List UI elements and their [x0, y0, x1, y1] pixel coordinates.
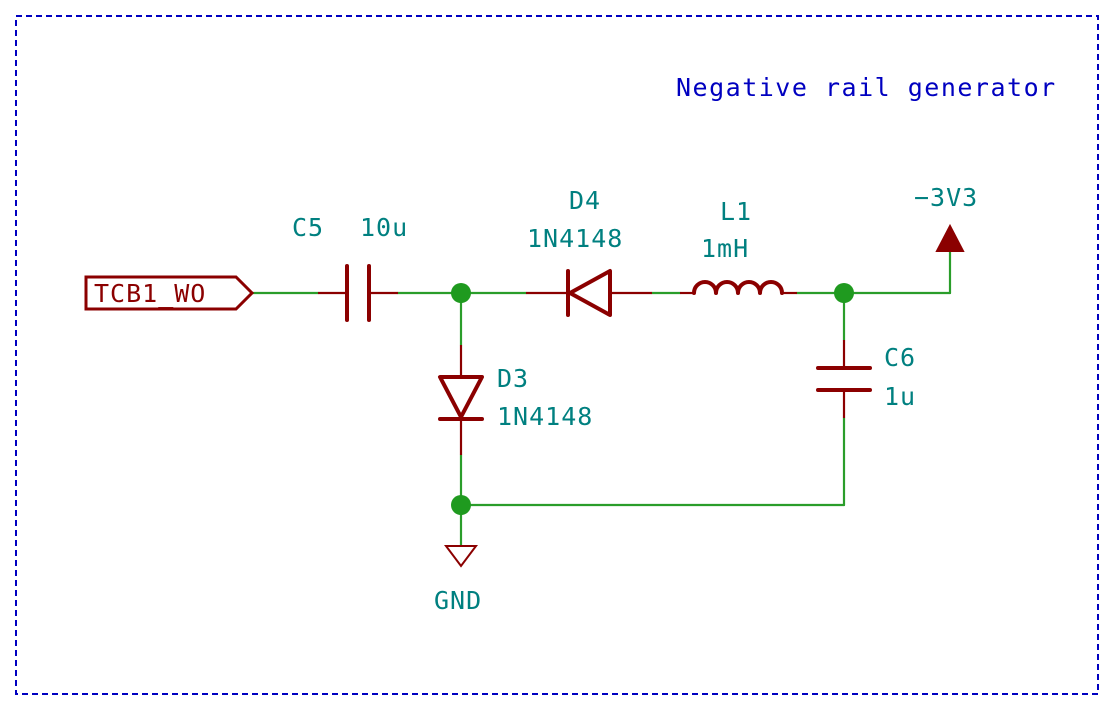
l1-value: 1mH — [701, 234, 749, 263]
diode-d3[interactable] — [438, 345, 484, 455]
junction-node-c — [451, 495, 471, 515]
junctions — [451, 283, 854, 515]
power-label: −3V3 — [914, 183, 978, 212]
input-label-flag — [84, 275, 255, 311]
d3-value: 1N4148 — [497, 402, 593, 431]
power-arrow — [935, 223, 965, 252]
d3-reference: D3 — [497, 364, 529, 393]
capacitor-c5[interactable] — [318, 264, 398, 322]
inductor-l1[interactable] — [680, 280, 797, 295]
ground-symbol[interactable] — [444, 545, 478, 568]
c5-reference: C5 — [292, 213, 324, 242]
input-label-text: TCB1_WO — [94, 279, 206, 308]
net-label-input[interactable]: TCB1_WO — [84, 275, 255, 311]
ground-label: GND — [434, 586, 482, 615]
diode-d4[interactable] — [526, 269, 652, 317]
power-symbol-neg3v3[interactable] — [935, 223, 965, 252]
junction-node-b — [834, 283, 854, 303]
junction-node-a — [451, 283, 471, 303]
capacitor-c6[interactable] — [816, 340, 872, 418]
sheet-note: Negative rail generator — [676, 73, 1057, 102]
wires — [250, 248, 952, 547]
sheet-border — [15, 15, 1099, 695]
l1-coils — [692, 280, 784, 295]
c6-reference: C6 — [884, 343, 916, 372]
c5-value: 10u — [360, 213, 408, 242]
ground-triangle — [444, 545, 478, 568]
l1-reference: L1 — [720, 197, 752, 226]
d3-triangle — [438, 375, 484, 419]
d4-triangle — [568, 269, 612, 317]
c6-value: 1u — [884, 382, 916, 411]
d4-reference: D4 — [569, 186, 601, 215]
d4-value: 1N4148 — [527, 224, 623, 253]
